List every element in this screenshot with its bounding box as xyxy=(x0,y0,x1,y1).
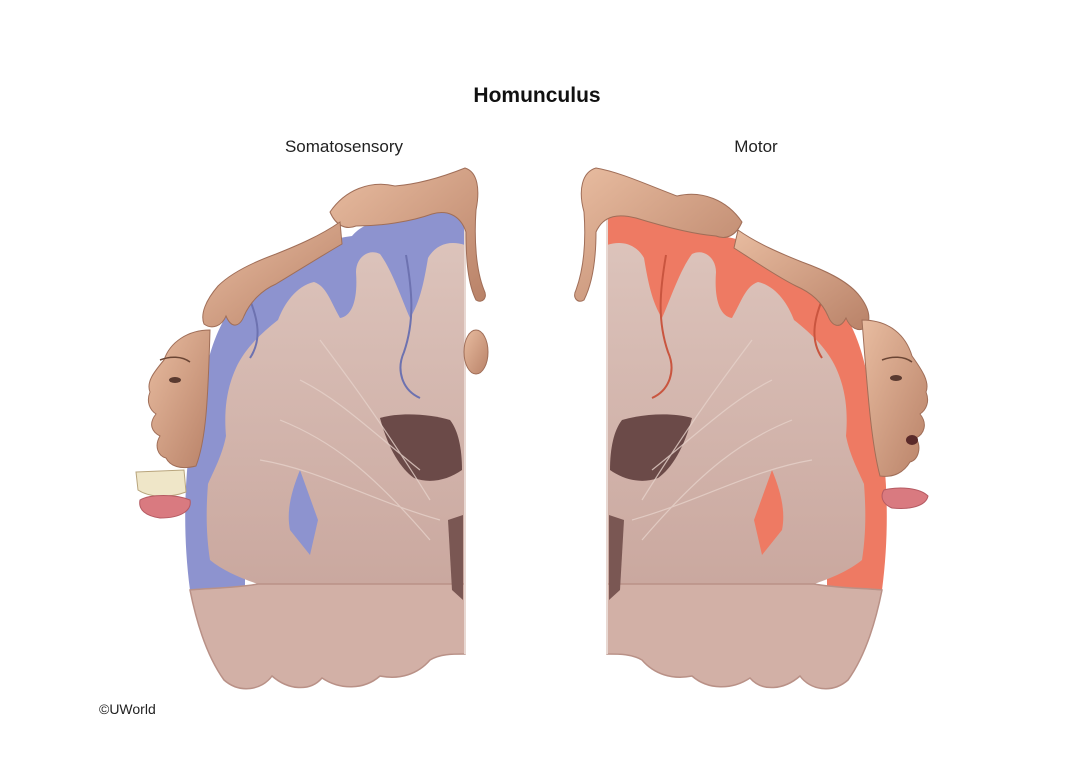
white-matter-left xyxy=(206,242,466,584)
temporal-lobe-right xyxy=(606,583,883,690)
teeth-left xyxy=(135,469,187,497)
motor-label: Motor xyxy=(734,137,778,156)
leg-left xyxy=(329,167,486,302)
leg-right xyxy=(574,167,743,302)
lateral-ventricle-left xyxy=(380,414,462,481)
somatosensory-homunculus xyxy=(135,167,489,519)
lateral-ventricle-right xyxy=(610,414,692,481)
motor-homunculus xyxy=(574,167,929,509)
arm-hand-right xyxy=(733,229,870,331)
copyright-text: ©UWorld xyxy=(99,701,156,717)
tongue-right xyxy=(881,487,929,509)
somatosensory-label: Somatosensory xyxy=(284,137,404,156)
face-left xyxy=(147,329,211,469)
tongue-left xyxy=(139,495,191,519)
white-matter-right xyxy=(607,242,866,584)
motor-hemisphere xyxy=(606,209,887,690)
hip-left xyxy=(463,329,489,375)
arm-hand-left xyxy=(202,221,343,328)
mouth-right xyxy=(906,435,918,445)
diagram-title: Homunculus xyxy=(473,84,601,107)
temporal-lobe-left xyxy=(189,583,466,690)
somatosensory-hemisphere xyxy=(185,209,466,690)
